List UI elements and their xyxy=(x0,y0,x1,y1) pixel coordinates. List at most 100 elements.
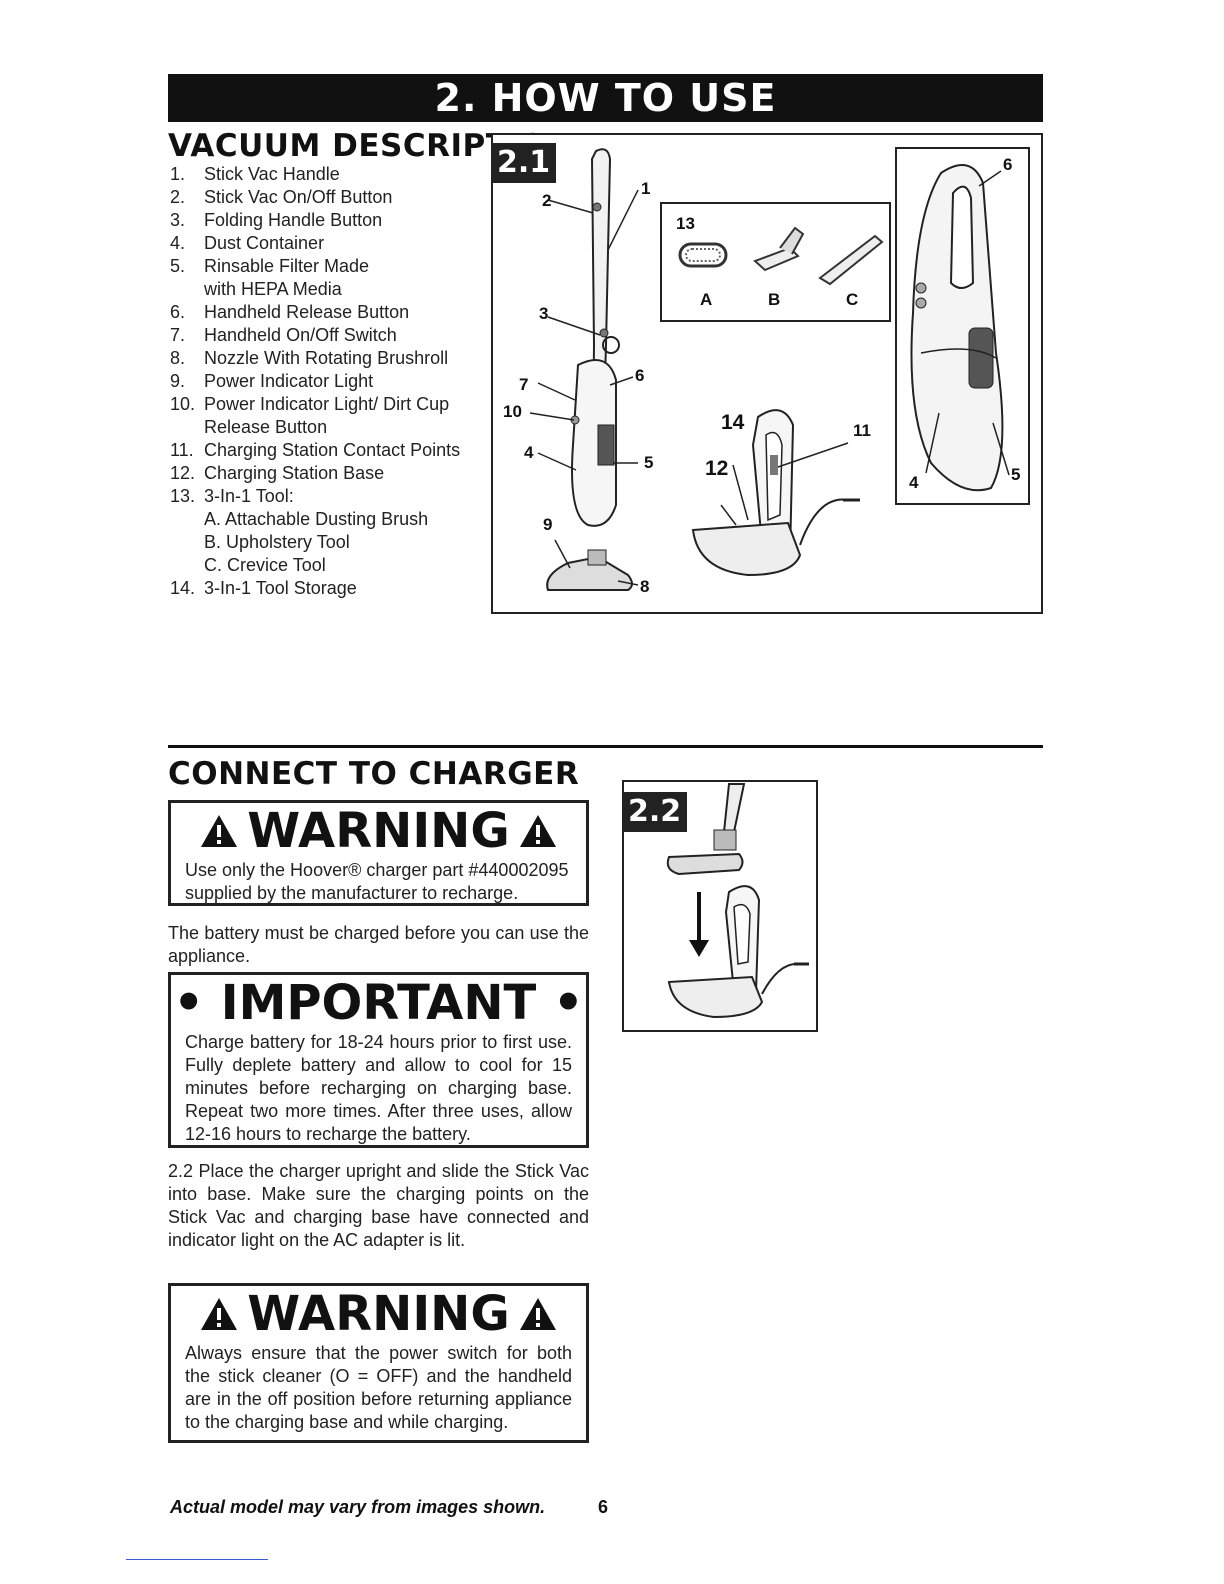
callout-5: 5 xyxy=(644,453,654,472)
parts-list-text: Charging Station Contact Points xyxy=(204,440,461,460)
parts-list-text: Handheld On/Off Switch xyxy=(204,325,397,345)
callout-9: 9 xyxy=(543,515,553,534)
callout-c: C xyxy=(846,290,859,309)
parts-list-number: 8. xyxy=(170,348,186,368)
parts-list-number: 11. xyxy=(170,440,194,460)
parts-list-number xyxy=(170,278,204,301)
callout-a: A xyxy=(700,290,713,309)
callout-3: 3 xyxy=(539,304,549,323)
figure-2-2-tag: 2.2 xyxy=(622,792,688,832)
parts-list-number: 4. xyxy=(170,233,186,253)
callout-8: 8 xyxy=(640,577,650,596)
figure-2-1-tag: 2.1 xyxy=(491,143,557,183)
handheld-inset: 6 4 5 xyxy=(895,147,1030,505)
handheld-vacuum-drawing xyxy=(910,164,1010,492)
figure-2-2: 2.2 xyxy=(622,780,818,1032)
parts-list-item: 10. Power Indicator Light/ Dirt Cup xyxy=(170,393,490,416)
parts-list-number: 10. xyxy=(170,394,196,414)
callout-7: 7 xyxy=(519,375,529,394)
parts-list-item: 13. 3-In-1 Tool: xyxy=(170,485,490,508)
banner-title: 2. HOW TO USE xyxy=(434,76,777,120)
parts-list-item: Release Button xyxy=(170,416,490,439)
parts-list-number xyxy=(170,531,204,554)
warning-box-2: WARNING Always ensure that the power swi… xyxy=(168,1283,589,1443)
parts-list-item: 11. Charging Station Contact Points xyxy=(170,439,490,462)
parts-list-text: Nozzle With Rotating Brushroll xyxy=(204,348,449,368)
three-in-one-tool-drawing xyxy=(678,226,884,286)
parts-list-text: Rinsable Filter Made xyxy=(204,256,370,276)
parts-list-item: B. Upholstery Tool xyxy=(170,531,490,554)
callout-1: 1 xyxy=(641,179,651,198)
parts-list-number: 13. xyxy=(170,486,196,506)
warning-title-2: WARNING xyxy=(171,1286,586,1342)
warning-text-2: Always ensure that the power switch for … xyxy=(185,1343,572,1432)
section-divider xyxy=(168,745,1043,748)
parts-list-number: 6. xyxy=(170,302,186,322)
parts-list-number: 7. xyxy=(170,325,186,345)
parts-list-item: with HEPA Media xyxy=(170,278,490,301)
callout-4-handheld: 4 xyxy=(909,473,919,492)
footer-disclaimer: Actual model may vary from images shown. xyxy=(170,1497,546,1517)
parts-list-item: 1.Stick Vac Handle xyxy=(170,163,490,186)
parts-list-item: 6. Handheld Release Button xyxy=(170,301,490,324)
parts-list-number xyxy=(170,416,204,439)
parts-list-number: 2. xyxy=(170,187,186,207)
parts-list-number: 5. xyxy=(170,256,186,276)
parts-list-number xyxy=(170,508,204,531)
parts-list-item: A. Attachable Dusting Brush xyxy=(170,508,490,531)
tools-inset: 13 A B C xyxy=(660,202,891,322)
parts-list-number: 3. xyxy=(170,210,186,230)
callout-12: 12 xyxy=(705,457,729,480)
parts-list-text: C. Crevice Tool xyxy=(204,555,326,575)
parts-list-item: 2. Stick Vac On/Off Button xyxy=(170,186,490,209)
warning-triangle-icon xyxy=(519,1298,556,1330)
parts-list-text: Stick Vac On/Off Button xyxy=(204,187,393,207)
callout-b: B xyxy=(768,290,781,309)
callout-11: 11 xyxy=(853,421,871,440)
parts-list-text: 3-In-1 Tool Storage xyxy=(204,578,357,598)
charging-instructions-paragraph: 2.2 Place the charger upright and slide … xyxy=(168,1161,589,1250)
callout-10: 10 xyxy=(503,402,522,421)
callout-14: 14 xyxy=(721,411,745,434)
callout-6-handheld: 6 xyxy=(1003,155,1013,174)
battery-paragraph: The battery must be charged before you c… xyxy=(168,923,589,966)
parts-list-text: Folding Handle Button xyxy=(204,210,383,230)
warning-box-1: WARNING Use only the Hoover® charger par… xyxy=(168,800,589,906)
parts-list-number: 12. xyxy=(170,463,196,483)
parts-list-text: with HEPA Media xyxy=(204,279,342,299)
stick-vacuum-drawing xyxy=(529,148,639,591)
figure-2-1: 2.1 13 A B C 6 4 5 xyxy=(491,133,1043,614)
parts-list-item: 5. Rinsable Filter Made xyxy=(170,255,490,278)
parts-list-text: Power Indicator Light xyxy=(204,371,374,391)
charging-station-drawing xyxy=(691,409,860,577)
page-number: 6 xyxy=(598,1497,609,1517)
parts-list-text: Release Button xyxy=(204,417,328,437)
parts-list-text: 3-In-1 Tool: xyxy=(204,486,294,506)
callout-2: 2 xyxy=(542,191,552,210)
parts-list-item: 9. Power Indicator Light xyxy=(170,370,490,393)
callout-4: 4 xyxy=(524,443,534,462)
parts-list-text: Charging Station Base xyxy=(204,463,385,483)
connect-to-charger-heading: CONNECT TO CHARGER xyxy=(168,756,580,792)
important-text: Charge battery for 18-24 hours prior to … xyxy=(185,1032,572,1144)
parts-list-item: 7. Handheld On/Off Switch xyxy=(170,324,490,347)
warning-triangle-icon xyxy=(201,1298,238,1330)
parts-list-text: Power Indicator Light/ Dirt Cup xyxy=(204,394,450,414)
parts-list-item: 4. Dust Container xyxy=(170,232,490,255)
parts-list-number: 9. xyxy=(170,371,186,391)
callout-13: 13 xyxy=(676,214,695,233)
section-banner: 2. HOW TO USE xyxy=(168,74,1043,122)
important-box: • IMPORTANT • Charge battery for 18-24 h… xyxy=(168,972,589,1148)
footer-link-underline xyxy=(126,1559,268,1560)
parts-list-item: 8. Nozzle With Rotating Brushroll xyxy=(170,347,490,370)
parts-list-item: 14.3-In-1 Tool Storage xyxy=(170,577,490,600)
parts-list-text: Handheld Release Button xyxy=(204,302,410,322)
stick-vac-into-base-drawing xyxy=(666,783,809,1019)
callout-5-handheld: 5 xyxy=(1011,465,1021,484)
parts-list-text: B. Upholstery Tool xyxy=(204,532,350,552)
parts-list-text: Dust Container xyxy=(204,233,325,253)
warning-title-text-2: WARNING xyxy=(247,1286,510,1342)
important-title: • IMPORTANT • xyxy=(173,975,584,1031)
warning-text-1: Use only the Hoover® charger part #44000… xyxy=(185,860,569,903)
